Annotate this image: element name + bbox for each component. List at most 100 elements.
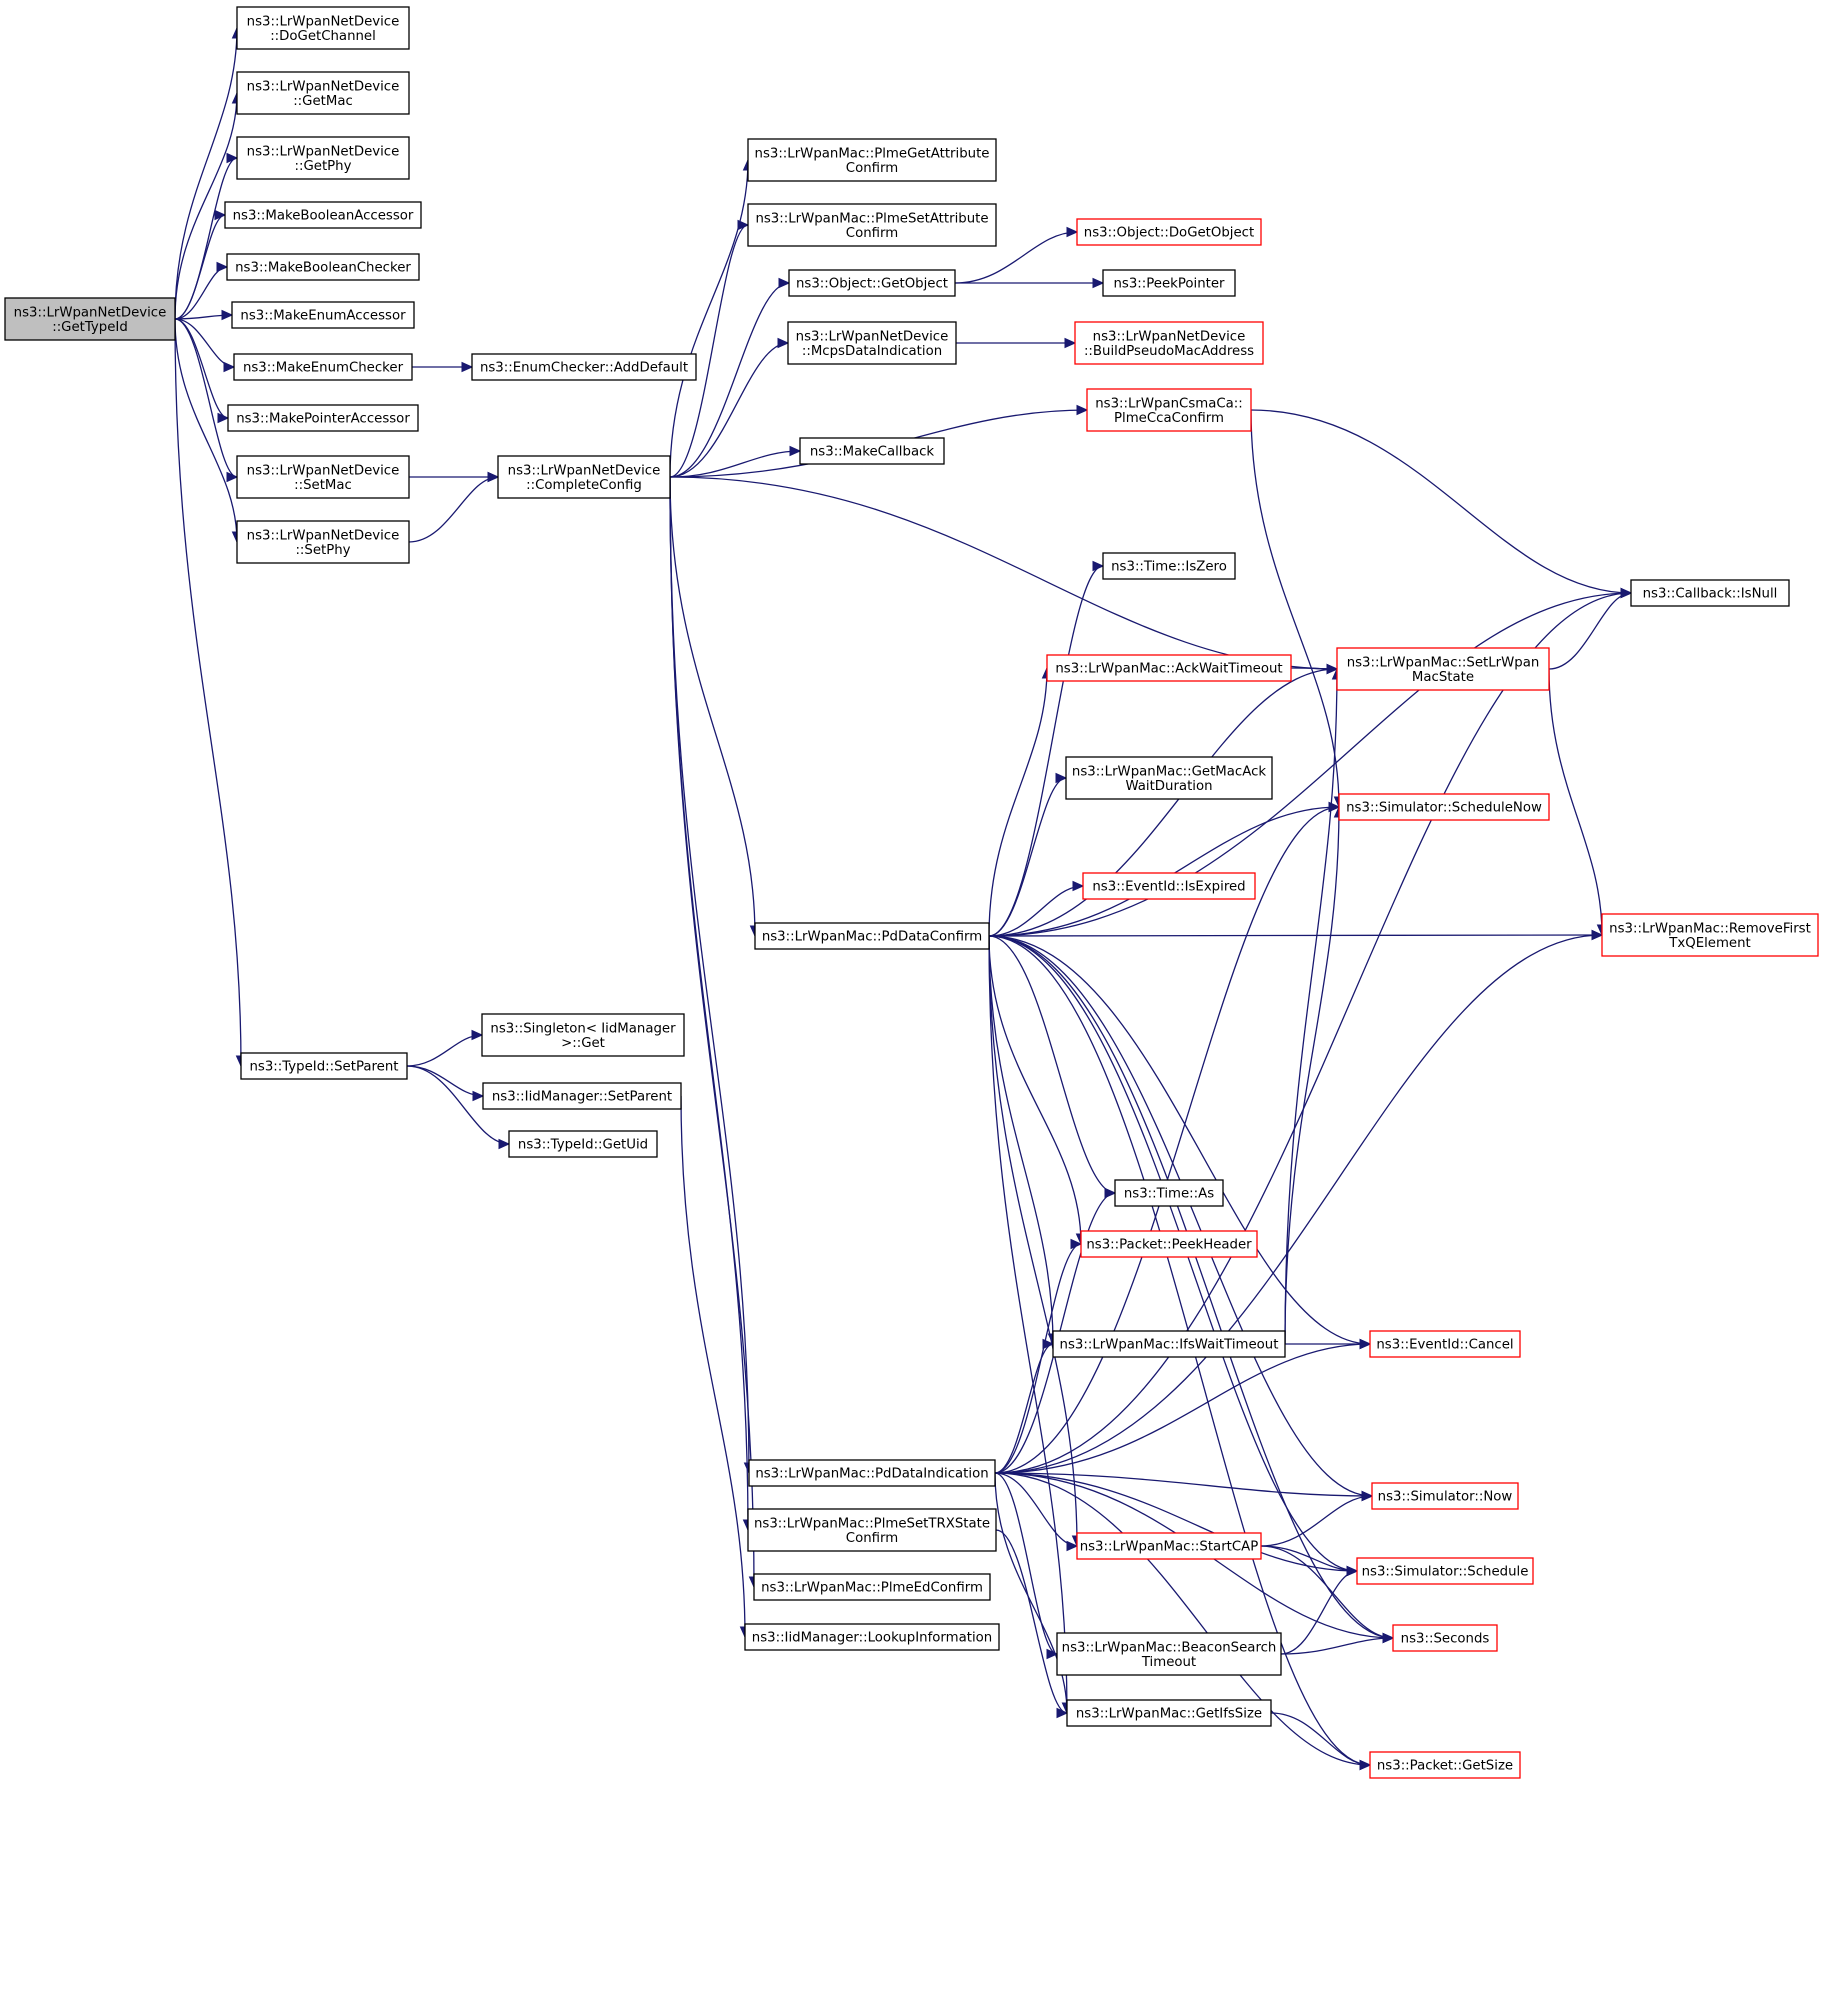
node-makepointeraccessor[interactable]: ns3::MakePointerAccessor xyxy=(227,404,419,432)
node-pddataindication[interactable]: ns3::LrWpanMac::PdDataIndication xyxy=(748,1459,996,1487)
node-label-line: ns3::Packet::PeekHeader xyxy=(1086,1238,1252,1253)
node-makecallback[interactable]: ns3::MakeCallback xyxy=(799,437,945,465)
node-singletonget[interactable]: ns3::Singleton< IidManager>::Get xyxy=(481,1013,685,1057)
edge-line xyxy=(1280,1570,1358,1655)
edge-setparent_typeid-to-singletonget xyxy=(406,1029,484,1067)
node-box xyxy=(1601,913,1819,957)
node-completeconfig[interactable]: ns3::LrWpanNetDevice::CompleteConfig xyxy=(497,455,671,499)
node-lookupinfo[interactable]: ns3::IidManager::LookupInformation xyxy=(744,1623,1000,1651)
edge-getobject-to-peekpointer xyxy=(954,277,1105,289)
node-box xyxy=(1336,647,1550,691)
node-getphy[interactable]: ns3::LrWpanNetDevice::GetPhy xyxy=(236,136,410,180)
node-label-line: ns3::Time::IsZero xyxy=(1111,560,1227,575)
node-label-line: ::GetTypeId xyxy=(52,320,128,335)
node-box xyxy=(1369,1751,1521,1779)
arrowhead xyxy=(1092,277,1105,289)
node-setparent_typeid[interactable]: ns3::TypeId::SetParent xyxy=(240,1052,408,1080)
edge-line xyxy=(994,1472,1373,1497)
node-seconds[interactable]: ns3::Seconds xyxy=(1392,1624,1498,1652)
arrowhead xyxy=(778,277,791,289)
edge-line xyxy=(988,667,1048,937)
edge-line xyxy=(174,266,228,320)
node-label-line: ::BuildPseudoMacAddress xyxy=(1084,344,1254,359)
node-getobject[interactable]: ns3::Object::GetObject xyxy=(788,269,956,297)
edge-line xyxy=(406,1034,483,1067)
node-peekheader[interactable]: ns3::Packet::PeekHeader xyxy=(1080,1230,1258,1258)
node-dogetchannel[interactable]: ns3::LrWpanNetDevice::DoGetChannel xyxy=(236,6,410,50)
node-makebooleanaccessor[interactable]: ns3::MakeBooleanAccessor xyxy=(224,201,422,229)
node-gettypeid[interactable]: ns3::LrWpanNetDevice::GetTypeId xyxy=(4,297,176,341)
arrowhead xyxy=(472,1090,485,1102)
node-makeenumchecker[interactable]: ns3::MakeEnumChecker xyxy=(233,353,413,381)
node-label-line: Confirm xyxy=(846,226,898,241)
node-getuid[interactable]: ns3::TypeId::GetUid xyxy=(508,1130,658,1158)
node-label-line: ns3::Singleton< IidManager xyxy=(490,1021,676,1036)
edge-plmecca-to-schedulenow xyxy=(1250,409,1345,809)
node-peekpointer[interactable]: ns3::PeekPointer xyxy=(1102,269,1236,297)
node-simnow[interactable]: ns3::Simulator::Now xyxy=(1371,1482,1519,1510)
node-label-line: ns3::LrWpanNetDevice xyxy=(247,79,400,94)
node-getsize[interactable]: ns3::Packet::GetSize xyxy=(1369,1751,1521,1779)
edge-pddataindication-to-cancel xyxy=(994,1338,1372,1474)
node-mcpsdata[interactable]: ns3::LrWpanNetDevice::McpsDataIndication xyxy=(787,321,957,365)
edge-line xyxy=(669,224,749,478)
node-adddefault[interactable]: ns3::EnumChecker::AddDefault xyxy=(471,353,697,381)
node-plmeed[interactable]: ns3::LrWpanMac::PlmeEdConfirm xyxy=(753,1573,991,1601)
node-box xyxy=(1052,1330,1286,1358)
node-plmecca[interactable]: ns3::LrWpanCsmaCa::PlmeCcaConfirm xyxy=(1086,388,1252,432)
edges-layer xyxy=(174,26,1633,1771)
node-pddataconfirm[interactable]: ns3::LrWpanMac::PdDataConfirm xyxy=(754,922,990,950)
node-label-line: ns3::Simulator::Now xyxy=(1378,1490,1513,1505)
node-isexpired[interactable]: ns3::EventId::IsExpired xyxy=(1082,872,1256,900)
edge-beaconsearch-to-seconds xyxy=(1280,1632,1395,1655)
node-getmac[interactable]: ns3::LrWpanNetDevice::GetMac xyxy=(236,71,410,115)
node-dogetobject[interactable]: ns3::Object::DoGetObject xyxy=(1076,218,1262,246)
node-isnull[interactable]: ns3::Callback::IsNull xyxy=(1630,579,1790,607)
edge-line xyxy=(669,476,1338,670)
edge-completeconfig-to-setlrwpan xyxy=(669,476,1339,675)
node-buildpseudo[interactable]: ns3::LrWpanNetDevice::BuildPseudoMacAddr… xyxy=(1074,321,1264,365)
node-box xyxy=(497,455,671,499)
node-setmac[interactable]: ns3::LrWpanNetDevice::SetMac xyxy=(236,455,410,499)
node-label-line: ns3::LrWpanMac::PlmeSetTRXState xyxy=(754,1516,990,1531)
node-label-line: ns3::IidManager::SetParent xyxy=(492,1090,672,1105)
edge-pddataconfirm-to-ackwait xyxy=(988,666,1053,937)
node-iidsetparent[interactable]: ns3::IidManager::SetParent xyxy=(482,1082,682,1110)
arrowhead xyxy=(461,361,474,373)
node-box xyxy=(1074,321,1264,365)
node-makebooleanchecker[interactable]: ns3::MakeBooleanChecker xyxy=(226,253,420,281)
node-getifssize[interactable]: ns3::LrWpanMac::GetIfsSize xyxy=(1066,1699,1272,1727)
node-label-line: ns3::LrWpanCsmaCa:: xyxy=(1095,396,1243,411)
node-label-line: TxQElement xyxy=(1668,936,1751,951)
node-ifswait[interactable]: ns3::LrWpanMac::IfsWaitTimeout xyxy=(1052,1330,1286,1358)
node-timeas[interactable]: ns3::Time::As xyxy=(1114,1179,1224,1207)
arrowhead xyxy=(223,361,236,373)
node-schedulenow[interactable]: ns3::Simulator::ScheduleNow xyxy=(1338,793,1550,821)
edge-line xyxy=(988,935,1082,1245)
node-timeiszero[interactable]: ns3::Time::IsZero xyxy=(1102,552,1236,580)
node-label-line: ns3::LrWpanMac::StartCAP xyxy=(1080,1540,1259,1555)
node-cancel[interactable]: ns3::EventId::Cancel xyxy=(1369,1330,1521,1358)
node-box xyxy=(747,138,997,182)
node-startcap[interactable]: ns3::LrWpanMac::StartCAP xyxy=(1076,1532,1262,1560)
edge-beaconsearch-to-schedule xyxy=(1280,1565,1359,1655)
node-makeenumaccessor[interactable]: ns3::MakeEnumAccessor xyxy=(231,301,415,329)
node-label-line: ns3::IidManager::LookupInformation xyxy=(752,1631,992,1646)
arrowhead xyxy=(214,209,227,221)
node-box xyxy=(754,922,990,950)
node-setphy[interactable]: ns3::LrWpanNetDevice::SetPhy xyxy=(236,520,410,564)
node-schedule[interactable]: ns3::Simulator::Schedule xyxy=(1356,1557,1534,1585)
edge-line xyxy=(988,935,1373,1497)
node-ackwait[interactable]: ns3::LrWpanMac::AckWaitTimeout xyxy=(1046,654,1292,682)
node-box xyxy=(1102,269,1236,297)
edge-line xyxy=(988,935,1068,1714)
node-box xyxy=(1114,1179,1224,1207)
